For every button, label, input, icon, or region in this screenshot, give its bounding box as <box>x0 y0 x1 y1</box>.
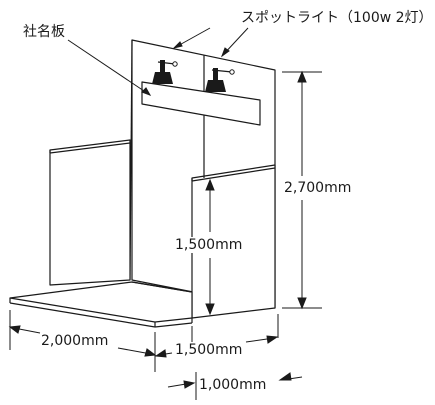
height-total-label: 2,700mm <box>283 180 353 196</box>
height-side-label: 1,500mm <box>174 237 244 253</box>
width-left-label: 2,000mm <box>40 333 110 349</box>
depth-label: 1,000mm <box>198 377 268 393</box>
dimension-height-total <box>282 70 322 310</box>
dimension-width-left <box>8 310 157 372</box>
left-wall <box>49 139 131 286</box>
company-sign-board <box>141 81 261 126</box>
company-sign-label: 社名板 <box>22 24 66 40</box>
floor <box>9 281 193 323</box>
dimension-width-right <box>154 314 279 358</box>
spotlight-right-icon <box>205 68 235 92</box>
spotlight-left-icon <box>152 60 178 84</box>
width-right-label: 1,500mm <box>174 342 244 358</box>
dimension-height-side <box>205 178 215 316</box>
company-sign-leader <box>67 39 151 96</box>
dimension-depth <box>167 372 303 400</box>
spotlight-label: スポットライト（100w 2灯） <box>240 10 434 26</box>
